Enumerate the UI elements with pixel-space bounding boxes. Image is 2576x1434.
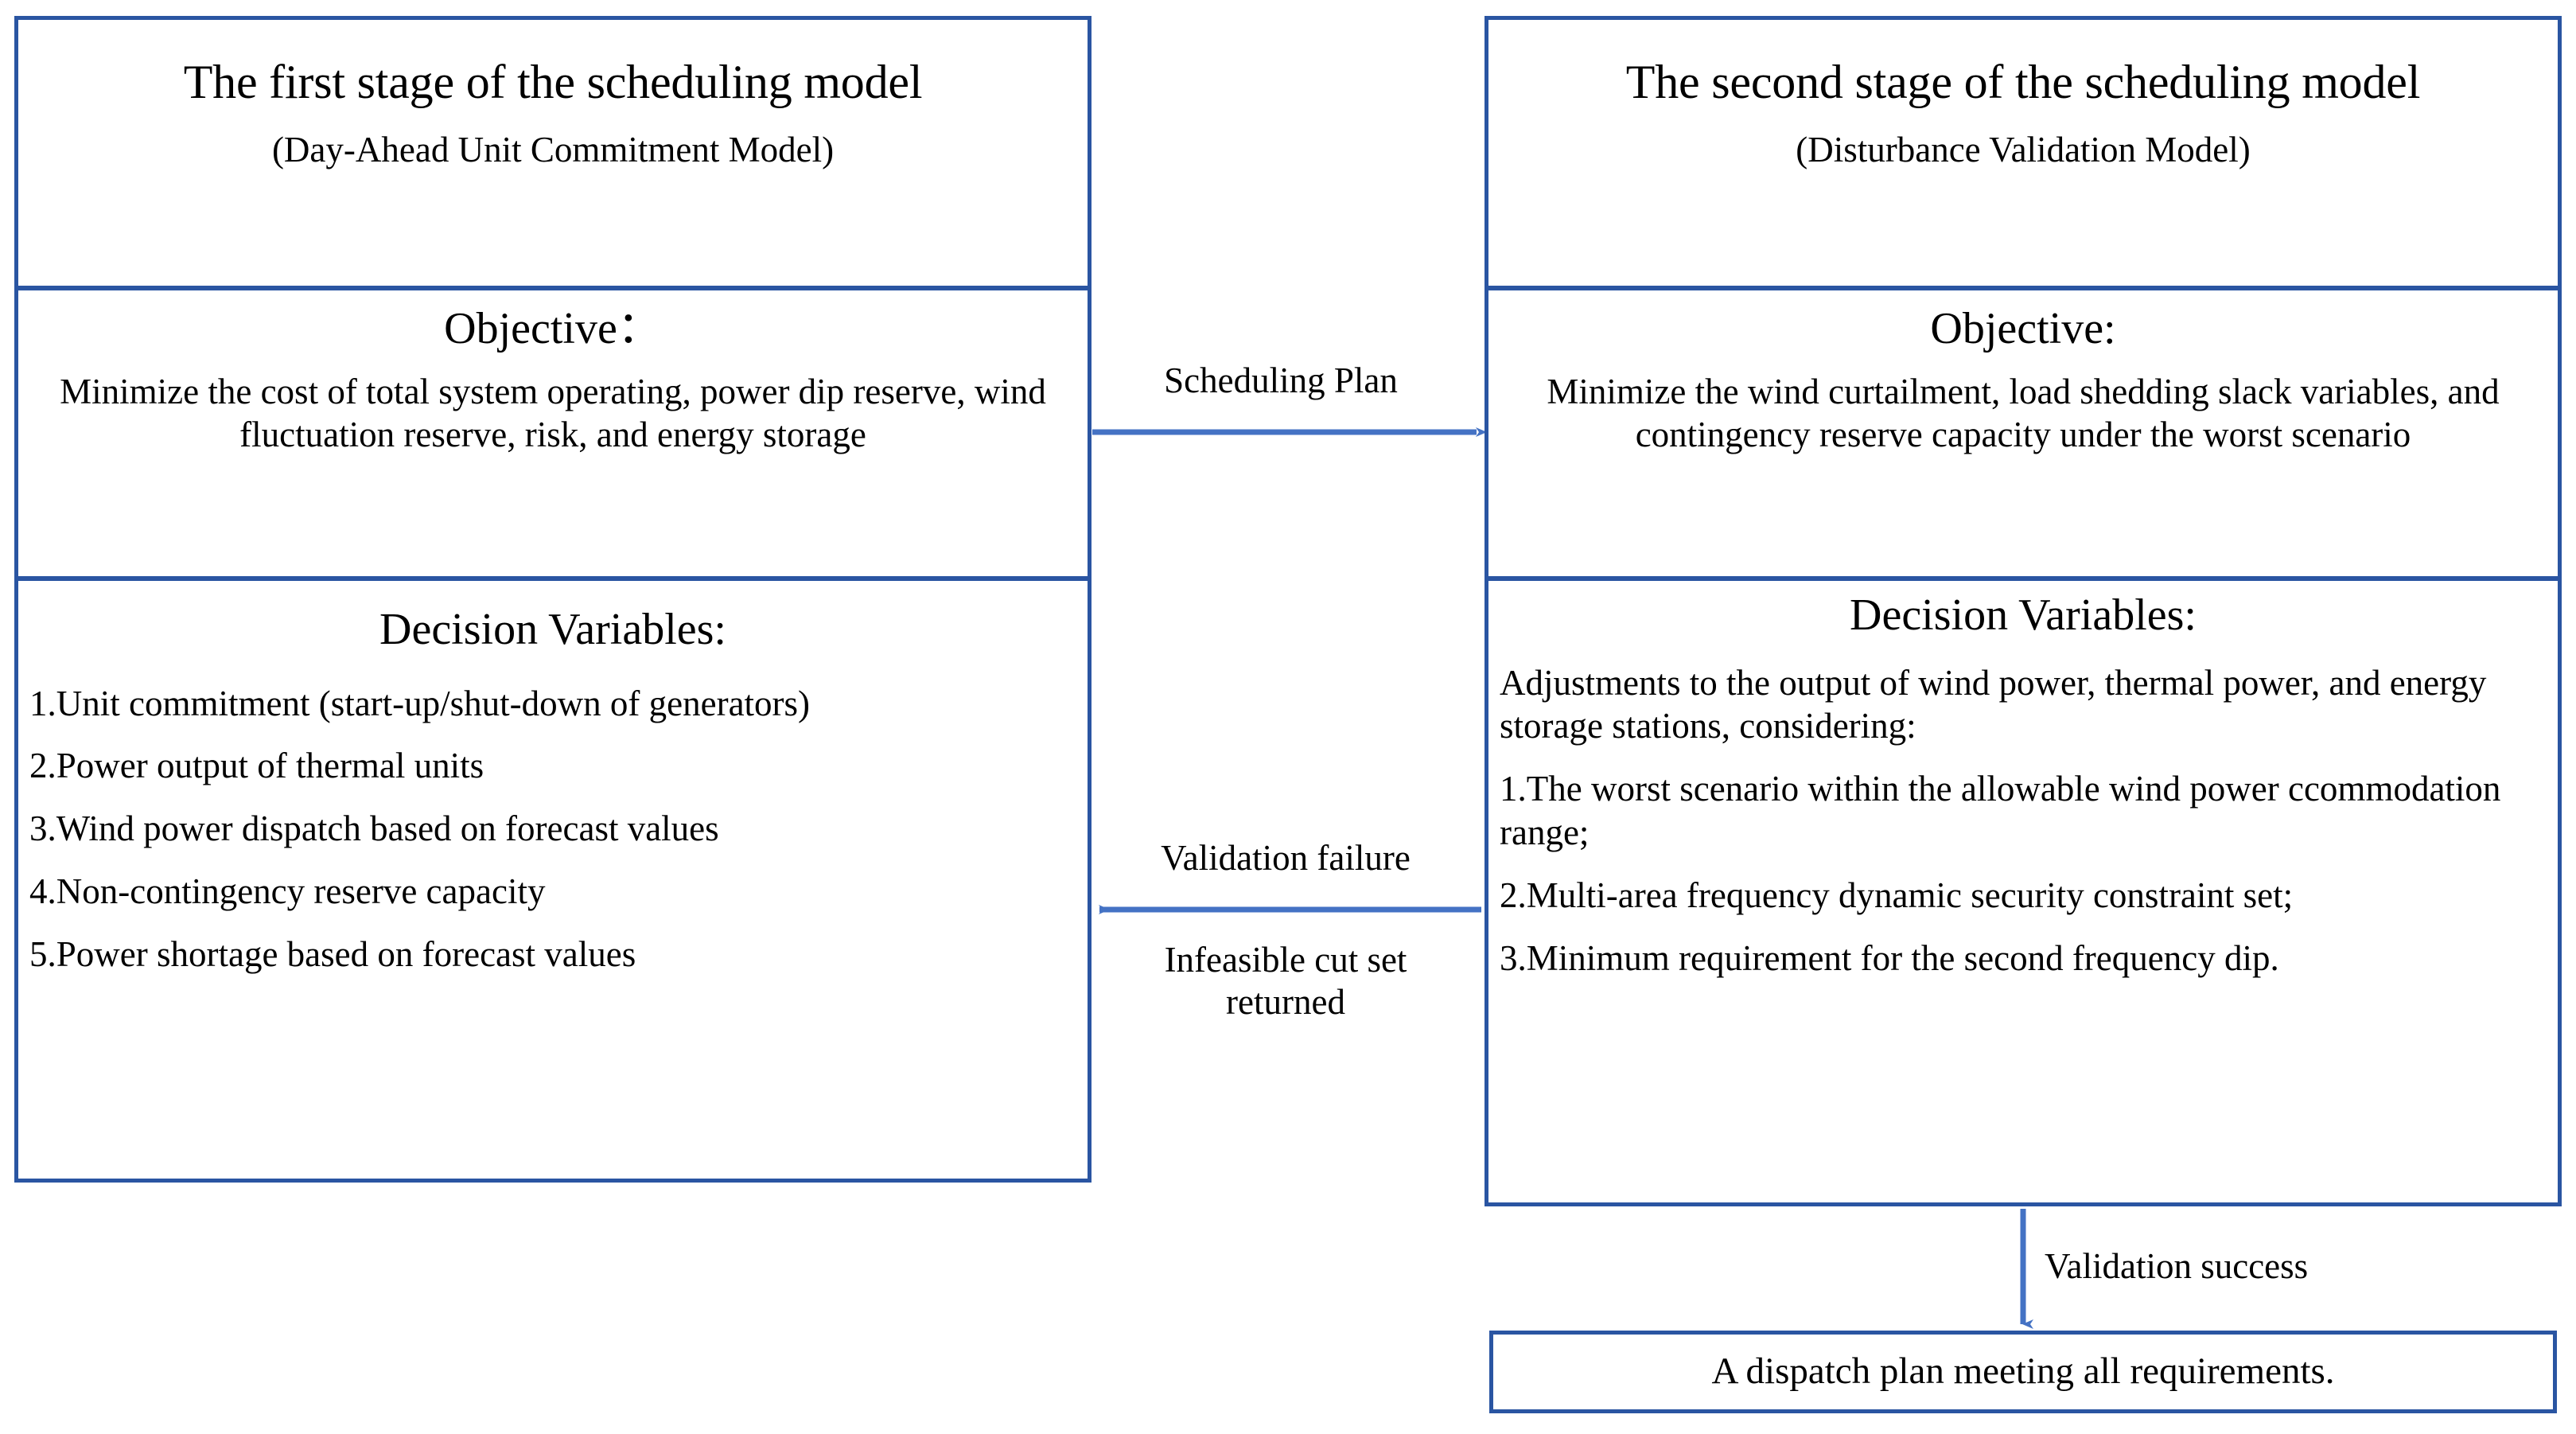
stage-one-header: The first stage of the scheduling model …	[18, 57, 1088, 170]
list-item: 2.Power output of thermal units	[29, 746, 484, 786]
stage-two-decision-list: 1.The worst scenario within the allowabl…	[1500, 767, 2547, 980]
result-text: A dispatch plan meeting all requirements…	[1711, 1350, 2335, 1393]
stage-two-header: The second stage of the scheduling model…	[1488, 57, 2558, 170]
stage-one-objective-heading: Objective：	[444, 304, 662, 353]
stage-one-panel: The first stage of the scheduling model …	[14, 16, 1091, 1183]
label-validation-failure: Validation failure	[1161, 838, 1411, 878]
result-panel: A dispatch plan meeting all requirements…	[1489, 1331, 2557, 1413]
stage-two-decision-heading: Decision Variables:	[1850, 590, 2197, 640]
stage-one-divider-2	[18, 576, 1088, 581]
stage-one-subtitle: (Day-Ahead Unit Commitment Model)	[271, 129, 835, 170]
list-item: 4.Non-contingency reserve capacity	[29, 871, 546, 912]
stage-one-title: The first stage of the scheduling model	[183, 56, 923, 108]
stage-two-decision: Decision Variables: Adjustments to the o…	[1488, 590, 2558, 980]
stage-one-objective-text: Minimize the cost of total system operat…	[60, 371, 1046, 455]
list-item: 3.Minimum requirement for the second fre…	[1500, 938, 2279, 979]
label-validation-success: Validation success	[2045, 1246, 2309, 1286]
stage-two-panel: The second stage of the scheduling model…	[1485, 16, 2562, 1206]
list-item: 3.Wind power dispatch based on forecast …	[29, 809, 719, 849]
stage-two-divider-1	[1488, 286, 2558, 290]
stage-two-subtitle: (Disturbance Validation Model)	[1796, 129, 2251, 170]
stage-one-divider-1	[18, 286, 1088, 290]
label-scheduling-plan: Scheduling Plan	[1164, 360, 1398, 400]
stage-one-objective: Objective： Minimize the cost of total sy…	[18, 304, 1088, 457]
stage-one-decision-list: 1.Unit commitment (start-up/shut-down of…	[29, 682, 1076, 976]
stage-one-decision: Decision Variables: 1.Unit commitment (s…	[18, 605, 1088, 976]
list-item: 1.Unit commitment (start-up/shut-down of…	[29, 683, 811, 723]
stage-two-decision-intro: Adjustments to the output of wind power,…	[1500, 662, 2487, 746]
list-item: 2.Multi-area frequency dynamic security …	[1500, 875, 2294, 916]
stage-two-objective-text: Minimize the wind curtailment, load shed…	[1547, 371, 2500, 455]
stage-two-divider-2	[1488, 576, 2558, 581]
label-infeasible-cut-set: Infeasible cut set returned	[1164, 940, 1407, 1023]
list-item: 5.Power shortage based on forecast value…	[29, 934, 636, 975]
stage-two-objective: Objective: Minimize the wind curtailment…	[1488, 304, 2558, 457]
stage-two-objective-heading: Objective:	[1930, 304, 2116, 353]
stage-two-title: The second stage of the scheduling model	[1625, 56, 2421, 108]
list-item: 1.The worst scenario within the allowabl…	[1500, 769, 2501, 853]
stage-one-decision-heading: Decision Variables:	[379, 605, 726, 654]
